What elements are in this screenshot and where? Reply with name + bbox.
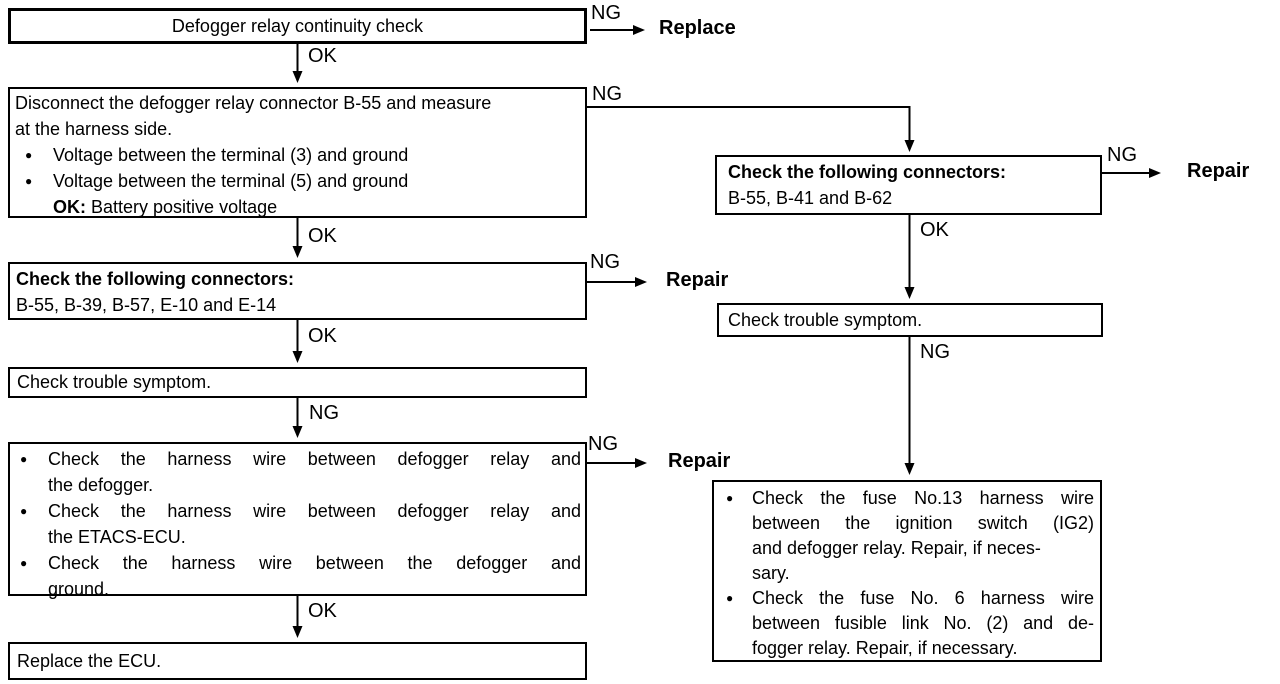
bullet-text: Voltage between the terminal (5) and gro… [53,171,409,191]
bullet-icon: ● [20,556,28,570]
bullet-item: ● Check the fuse No. 6 harness wire betw… [714,586,1100,661]
edge-label-ok: OK [308,45,337,67]
ok-condition-label: OK: [53,197,86,217]
node-check-connectors-left: Check the following connectors: B-55, B-… [8,262,587,320]
bullet-item: ● Check the harness wire between defogge… [10,446,585,498]
node-detail: B-55, B-41 and B-62 [728,188,893,208]
node-check-trouble-symptom-right: Check trouble symptom. [717,303,1103,337]
edge-label-ok: OK [308,600,337,622]
bullet-icon: ● [25,148,33,162]
edge-label-ng: NG [591,2,621,24]
node-detail: B-55, B-39, B-57, E-10 and E-14 [16,295,277,315]
node-heading: Check the following connectors: [16,269,295,289]
node-text-line: at the harness side. [15,119,173,139]
bullet-text: Voltage between the terminal (3) and gro… [53,145,409,165]
node-disconnect-relay-measure: Disconnect the defogger relay connector … [8,87,587,218]
edge-l2-ng-arrow [587,106,915,152]
node-check-trouble-symptom-left: Check trouble symptom. [8,367,587,398]
edge-label-ok: OK [308,325,337,347]
node-check-harness-wires: ● Check the harness wire between defogge… [8,442,587,599]
node-text: Check trouble symptom. [17,372,212,392]
node-heading: Check the following connectors: [728,162,1007,182]
node-text: Check trouble symptom. [728,310,923,330]
bullet-item: ● Check the fuse No.13 harness wire betw… [714,486,1100,586]
node-text: Defogger relay continuity check [171,16,424,36]
edge-label-ng: NG [920,341,950,363]
bullet-text: Check the harness wire between defogger … [48,501,581,547]
bullet-icon: ● [726,591,734,605]
node-defogger-relay-continuity-check: Defogger relay continuity check [8,8,587,44]
node-text: Replace the ECU. [17,651,162,671]
result-repair: Repair [668,450,731,472]
edge-label-ng: NG [590,251,620,273]
edge-label-ng: NG [1107,144,1137,166]
edge-label-ng: NG [592,83,622,105]
bullet-icon: ● [25,174,33,188]
bullet-icon: ● [20,504,28,518]
result-repair: Repair [1187,160,1250,182]
result-repair: Repair [666,269,729,291]
bullet-text: Check the fuse No. 6 harness wire betwee… [752,588,1094,658]
ok-condition: OK: Battery positive voltage [15,194,580,220]
bullet-icon: ● [20,452,28,466]
ok-condition-value: Battery positive voltage [91,197,278,217]
node-text-line: Disconnect the defogger relay connector … [15,93,492,113]
bullet-icon: ● [726,491,734,505]
edge-label-ng: NG [309,402,339,424]
bullet-item: ● Check the harness wire between the def… [10,550,585,602]
bullet-item: ● Voltage between the terminal (3) and g… [15,142,580,168]
node-replace-the-ecu: Replace the ECU. [8,642,587,680]
edge-label-ok: OK [308,225,337,247]
bullet-text: Check the fuse No.13 harness wire betwee… [752,488,1094,583]
node-check-fuse-harness-wires: ● Check the fuse No.13 harness wire betw… [712,480,1102,662]
edge-label-ok: OK [920,219,949,241]
edge-label-ng: NG [588,433,618,455]
bullet-text: Check the harness wire between the defog… [48,553,581,599]
bullet-item: ● Voltage between the terminal (5) and g… [15,168,580,194]
node-check-connectors-right: Check the following connectors: B-55, B-… [715,155,1102,215]
result-replace: Replace [659,17,736,39]
bullet-item: ● Check the harness wire between defogge… [10,498,585,550]
bullet-text: Check the harness wire between defogger … [48,449,581,495]
